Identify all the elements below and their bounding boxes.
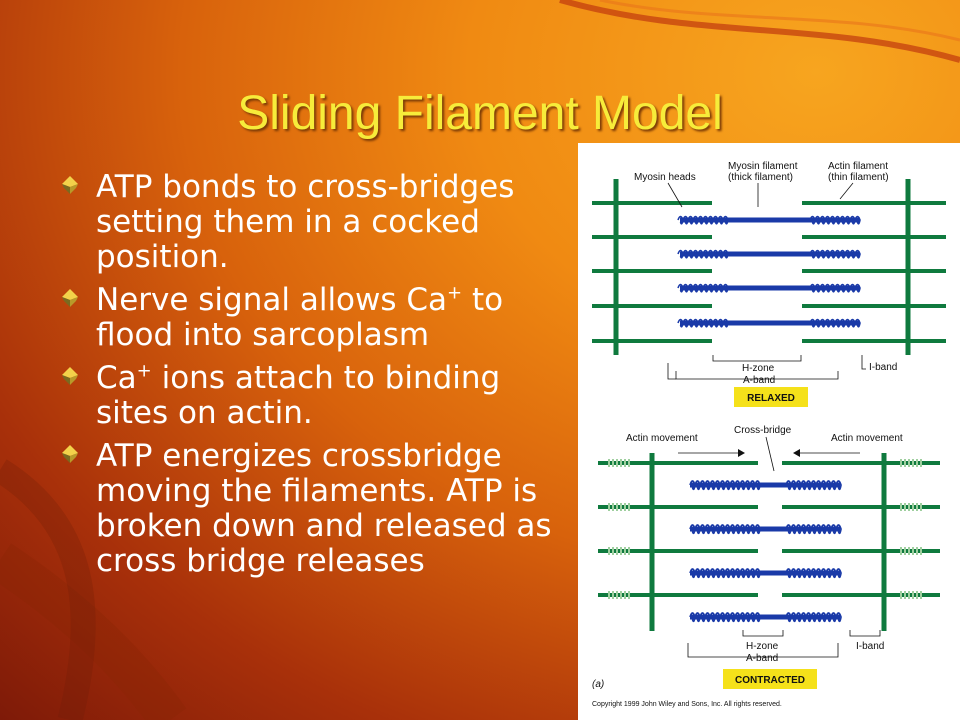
label-h-zone: H-zone [742,363,775,374]
contracted-label-box [723,669,817,689]
diamond-bullet-icon [62,289,78,307]
bullet-text: Ca+ ions attach to binding sites on acti… [96,361,562,431]
bullet-text: ATP bonds to cross-bridges setting them … [96,169,515,275]
bracket-h-zone [712,355,802,362]
label-actin-filament: Actin filament [828,161,888,172]
label-cross-bridge: Cross-bridge [734,425,792,436]
label-actin-movement-right: Actin movement [831,433,903,444]
bullet-text-rest: ions attach to binding sites on actin. [96,360,501,431]
bullet-text-rest: to flood into sarcoplasm [96,282,504,353]
label-i-band: I-band [869,362,897,373]
bullet-text-main: Nerve signal allows Ca [96,282,448,318]
sarcomere-figure: Myosin heads Myosin filament (thick fila… [578,143,960,720]
label-i-band-contracted: I-band [856,641,884,652]
myosin-heads [677,318,729,328]
myosin-heads [689,612,761,623]
myosin-heads [785,524,842,535]
myosin-heads [689,568,761,579]
myosin-heads [785,612,842,623]
bullet-text: Nerve signal allows Ca+ to flood into sa… [96,283,562,353]
bracket-h-zone-contracted [742,630,784,637]
label-panel-a: (a) [592,679,604,690]
bullet-list: ATP bonds to cross-bridges setting them … [62,170,562,587]
myosin-heads [677,249,729,259]
bracket-i-band-contracted [849,630,881,637]
bracket-a-band [675,371,839,380]
myosin-heads [809,283,861,293]
myosin-heads [689,480,761,491]
myosin-heads [785,480,842,491]
label-contracted: CONTRACTED [735,675,805,686]
copyright-notice: Copyright 1999 John Wiley and Sons, Inc.… [592,701,782,708]
relaxed-sarcomere [592,179,946,355]
label-h-zone-contracted: H-zone [746,641,779,652]
label-myosin-heads: Myosin heads [634,172,696,183]
bullet-item: ATP energizes crossbridge moving the fil… [62,439,562,579]
contracted-sarcomere [598,453,940,631]
label-a-band: A-band [743,375,775,386]
myosin-heads [785,568,842,579]
arrowhead-actin-right [793,449,800,457]
bracket-overall [667,363,676,380]
myosin-heads [677,283,729,293]
myosin-heads [809,215,861,225]
myosin-heads [677,215,729,225]
bracket-i-band [861,355,866,370]
label-thick-filament: (thick filament) [728,172,793,183]
bullet-item: Ca+ ions attach to binding sites on acti… [62,361,562,431]
bracket-a-band-contracted [687,643,839,658]
myosin-heads [809,249,861,259]
sarcomere-diagram: Myosin heads Myosin filament (thick fila… [592,161,946,708]
pointer-myosin-heads [667,182,683,208]
bullet-text: ATP energizes crossbridge moving the fil… [96,438,552,579]
myosin-heads [689,524,761,535]
bullet-text-main: Ca [96,360,137,396]
bullet-item: ATP bonds to cross-bridges setting them … [62,170,562,275]
relaxed-label-box [734,387,808,407]
label-thin-filament: (thin filament) [828,172,889,183]
diamond-bullet-icon [62,367,78,385]
superscript-plus: + [447,282,463,304]
pointer-actin-filament [839,182,854,200]
label-myosin-filament: Myosin filament [728,161,798,172]
diamond-bullet-icon [62,176,78,194]
superscript-plus: + [136,360,152,382]
pointer-cross-bridge [765,436,775,472]
arrowhead-actin-left [738,449,745,457]
label-actin-movement-left: Actin movement [626,433,698,444]
slide-title: Sliding Filament Model [237,87,723,140]
diamond-bullet-icon [62,445,78,463]
label-relaxed: RELAXED [747,393,795,404]
myosin-heads [809,318,861,328]
label-a-band-contracted: A-band [746,653,778,664]
bullet-item: Nerve signal allows Ca+ to flood into sa… [62,283,562,353]
